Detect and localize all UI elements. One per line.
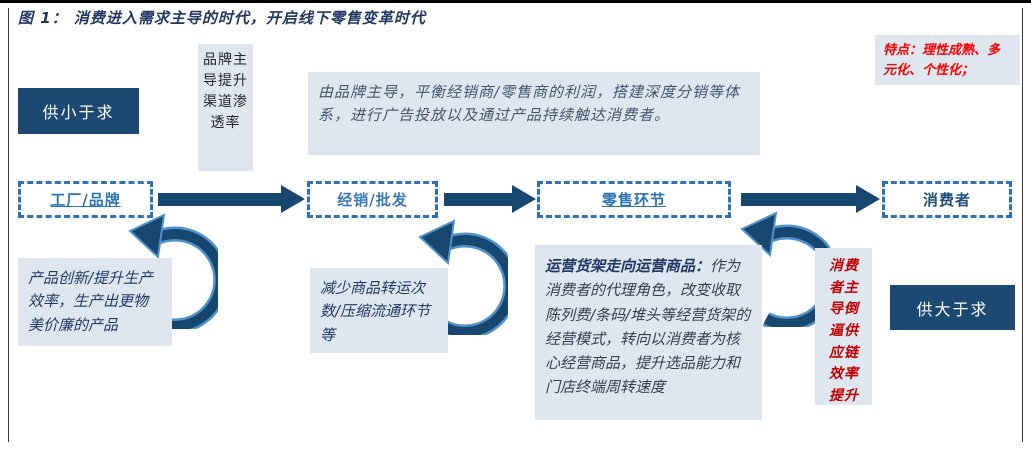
right-arrow-icon bbox=[158, 185, 305, 213]
retail-note-lead: 运营货架走向运营商品： bbox=[545, 257, 711, 275]
flow-node-retail: 零售环节 bbox=[537, 181, 731, 218]
brand-channel-note: 品牌主导提升渠道渗透率 bbox=[198, 44, 253, 171]
right-arrow-icon bbox=[444, 185, 536, 213]
flow-node-distribution-wholesale: 经销/批发 bbox=[307, 181, 438, 218]
cycle-arrow-icon bbox=[128, 213, 218, 329]
flow-node-label: 工厂/品牌 bbox=[50, 191, 121, 209]
consumer-driven-note: 消费者主导倒逼供应链效率提升 bbox=[815, 248, 872, 405]
supply-less-than-demand-box: 供小于求 bbox=[18, 88, 139, 134]
top-border-line bbox=[0, 0, 1031, 3]
right-border-line bbox=[1022, 8, 1023, 442]
brand-led-note: 由品牌主导，平衡经销商/零售商的利润，搭建深度分销等体系，进行广告投放以及通过产… bbox=[308, 72, 760, 155]
flow-node-label: 零售环节 bbox=[601, 191, 666, 209]
supply-more-than-demand-box: 供大于求 bbox=[890, 285, 1015, 330]
retail-note-body: 作为消费者的代理角色，改变收取陈列费/条码/堆头等经营货架的经营模式，转向以消费… bbox=[545, 257, 751, 397]
left-border-line bbox=[8, 8, 9, 442]
consumer-traits-note: 特点：理性成熟、多元化、个性化； bbox=[875, 35, 1020, 85]
flow-node-label: 经销/批发 bbox=[337, 191, 408, 209]
flow-node-consumer: 消费者 bbox=[882, 181, 1012, 218]
retail-operations-note: 运营货架走向运营商品：作为消费者的代理角色，改变收取陈列费/条码/堆头等经营货架… bbox=[535, 245, 762, 420]
distribution-note: 减少商品转运次数/压缩流通环节等 bbox=[310, 268, 448, 353]
cycle-arrow-icon bbox=[418, 219, 508, 335]
figure-title: 图 1： 消费进入需求主导的时代，开启线下零售变革时代 bbox=[18, 9, 426, 27]
flow-node-label: 消费者 bbox=[922, 191, 971, 209]
flow-node-factory-brand: 工厂/品牌 bbox=[18, 181, 153, 218]
right-arrow-icon bbox=[741, 185, 880, 213]
factory-note: 产品创新/提升生产效率，生产出更物美价廉的产品 bbox=[18, 258, 172, 346]
cycle-arrow-icon bbox=[740, 211, 830, 327]
